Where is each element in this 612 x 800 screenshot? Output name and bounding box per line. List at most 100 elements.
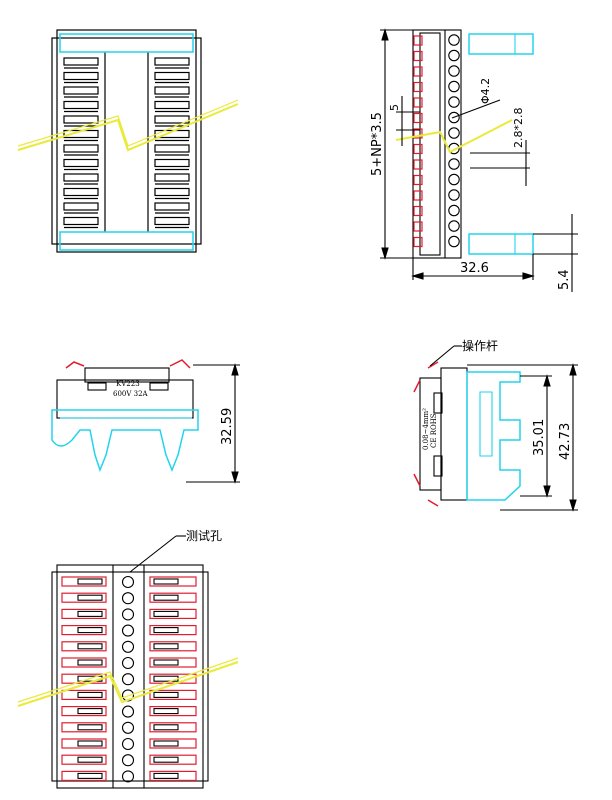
slot-inner [77, 772, 103, 779]
dim-front-height: 32.59 [220, 408, 235, 445]
slot-inner [153, 627, 179, 634]
lever-slot [61, 770, 107, 782]
slot [154, 144, 190, 153]
model-marking: KV223 [116, 380, 140, 388]
lever-slot [149, 608, 197, 620]
slot [63, 86, 99, 95]
slot-inner [153, 740, 179, 747]
slot [154, 100, 190, 110]
top-view [17, 29, 239, 253]
lever-slot [61, 722, 107, 733]
slot-inner [77, 724, 103, 731]
terminal-circles [448, 34, 460, 248]
slot-inner [153, 756, 179, 763]
lever-mark [413, 205, 423, 217]
terminal-circle [448, 111, 460, 124]
lever-mark [413, 66, 423, 77]
slot [63, 57, 99, 66]
dim-foot: 5.4 [557, 269, 572, 290]
lever-slot [149, 641, 197, 652]
lever-mark [413, 190, 423, 201]
lever-slot [149, 705, 197, 717]
slot-inner [153, 594, 179, 601]
front-view [51, 359, 240, 484]
terminal-circle [448, 49, 460, 62]
slot-inner [77, 691, 103, 698]
top-view-slots-left [63, 57, 99, 229]
lever-mark [413, 97, 423, 108]
slot [63, 144, 99, 153]
slot [154, 216, 190, 226]
slot-inner [153, 772, 179, 779]
bottom-slots-left [61, 576, 107, 782]
lever-mark [413, 174, 423, 186]
dim-side-inner: 35.01 [532, 419, 547, 456]
slot-inner [77, 594, 103, 601]
test-hole-label: 测试孔 [186, 528, 222, 543]
lever-slot [149, 657, 197, 668]
terminal-circle [448, 204, 460, 217]
dim-pitch: 5 [388, 104, 401, 111]
test-hole [121, 673, 135, 686]
lever-mark [413, 81, 423, 93]
slot [154, 158, 190, 168]
terminal-circle [448, 220, 460, 232]
side-rail-profile [466, 371, 521, 501]
side-marking-2: CE ROHS [430, 413, 438, 448]
break-line [17, 103, 239, 152]
lever-slot [61, 641, 107, 652]
lever-slot [61, 608, 107, 620]
lever-slot [61, 592, 107, 603]
lever-mark [413, 35, 423, 46]
lever-mark [413, 50, 423, 62]
terminal-circle [448, 34, 460, 46]
slot-inner [153, 643, 179, 650]
terminal-circle [448, 235, 460, 248]
lever-mark [413, 112, 423, 124]
dim-width: 32.6 [460, 261, 489, 276]
test-hole [121, 592, 135, 605]
test-holes [121, 575, 135, 783]
top-view-slots-right [154, 57, 190, 229]
side-profile-view [413, 345, 578, 512]
slot [63, 158, 99, 168]
slot-inner [153, 578, 179, 585]
lever-slot [61, 689, 107, 701]
slot-inner [77, 708, 103, 715]
lever-slot [61, 576, 107, 587]
lever-slot [149, 689, 197, 701]
lever-slot [61, 673, 107, 684]
side-marking-1: 0.08~4mm² [422, 408, 430, 450]
slot [63, 71, 99, 81]
lever-mark [413, 159, 423, 170]
lever-slot [149, 576, 197, 587]
break-line [395, 119, 513, 154]
test-hole [121, 705, 135, 718]
dim-side-outer: 42.73 [558, 423, 573, 460]
lever-slot [149, 738, 197, 749]
test-hole [121, 624, 135, 637]
slot-inner [153, 724, 179, 731]
slot [154, 187, 190, 197]
slot [63, 187, 99, 197]
slot [63, 202, 99, 211]
test-hole [121, 754, 135, 767]
din-rail-profile [51, 409, 199, 473]
terminal-circle [448, 96, 460, 108]
test-hole [121, 770, 135, 783]
lever-slot [149, 770, 197, 782]
slot [154, 57, 190, 66]
terminal-circle [448, 189, 460, 201]
slot-inner [77, 643, 103, 650]
slot [154, 173, 190, 182]
lever-slot [61, 754, 107, 765]
slot-inner [77, 740, 103, 747]
terminal-circle [448, 127, 460, 139]
test-hole [121, 656, 135, 670]
break-line [17, 661, 239, 707]
slot [154, 71, 190, 81]
lever-label: 操作杆 [462, 338, 498, 353]
slot [154, 202, 190, 211]
lever-slot [149, 754, 197, 765]
